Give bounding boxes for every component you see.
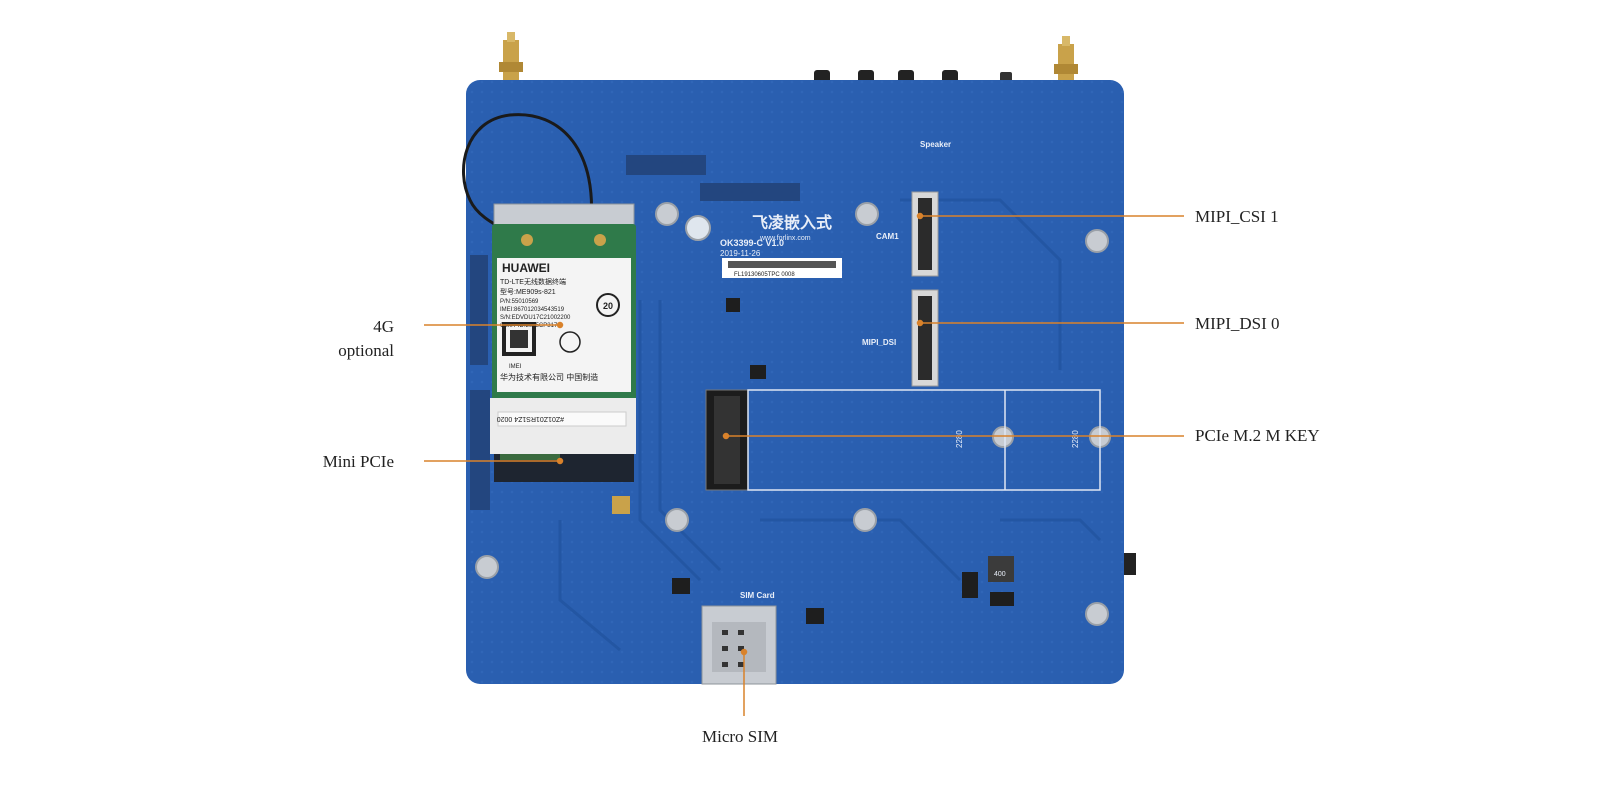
pin-header-top <box>626 155 706 175</box>
silk-model: OK3399-C V1.0 <box>720 238 784 248</box>
silk-m2-size-a: 2280 <box>955 430 964 448</box>
module-sn: S/N:EDVDU17C21002200 <box>500 315 571 321</box>
side-connector <box>1122 553 1136 575</box>
barcode-sticker: FL19130605TPC 0008 <box>722 258 842 278</box>
label-pcie-m2: PCIe M.2 M KEY <box>1195 426 1320 445</box>
pcie-m2-slot <box>705 389 749 491</box>
antenna-right <box>1054 36 1078 84</box>
silk-brand-cn: 飞凌嵌入式 <box>752 213 832 232</box>
leader-mini-pcie-dot <box>556 457 564 465</box>
module-line1: TD-LTE无线数据终端 <box>500 277 566 286</box>
pin-header-left <box>470 255 488 365</box>
leader-pcie-m2-dot <box>722 432 730 440</box>
leader-4g-dot <box>556 321 564 329</box>
leader-mipi-csi-dot <box>916 212 924 220</box>
module-maker: 华为技术有限公司 中国制造 <box>500 372 598 382</box>
callout-lines <box>424 212 1184 716</box>
antenna-left <box>499 32 523 82</box>
mipi-dsi-connector <box>911 289 939 387</box>
label-4g: 4G <box>373 317 394 336</box>
label-4g-optional: optional <box>338 341 394 360</box>
label-micro-sim: Micro SIM <box>702 727 779 746</box>
mounting-holes <box>475 202 1111 626</box>
module-lower-label: #Z01Z01RS1Z4 0020 <box>497 415 564 422</box>
label-mini-pcie: Mini PCIe <box>322 452 394 471</box>
silk-mipi-dsi: MIPI_DSI <box>862 338 896 347</box>
sim-card-holder <box>701 605 777 685</box>
silk-cam: CAM1 <box>876 232 899 241</box>
module-cmiit: CMIIT ID:2015CP3173 <box>500 323 561 329</box>
module-imei-label: IMEI <box>509 364 522 370</box>
leader-micro-sim-dot <box>740 648 748 656</box>
silk-sim-card: SIM Card <box>740 591 775 600</box>
silk-website: www.forlinx.com <box>759 235 811 242</box>
m2-card-outline <box>747 389 1101 491</box>
antenna-cable <box>462 113 593 242</box>
label-mipi-csi: MIPI_CSI 1 <box>1195 207 1279 226</box>
silk-date: 2019-11-26 <box>720 249 761 258</box>
pcb-traces <box>558 198 1102 652</box>
module-label-text: HUAWEI TD-LTE无线数据终端 型号:ME909s-821 P/N:55… <box>497 261 613 422</box>
module-brand: HUAWEI <box>502 261 550 275</box>
module-badge: 20 <box>603 301 613 311</box>
mipi-csi-connector <box>911 191 939 277</box>
ic-chips <box>612 298 1014 624</box>
leader-mipi-dsi-dot <box>916 319 924 327</box>
barcode-text: FL19130605TPC 0008 <box>734 272 795 278</box>
silk-speaker: Speaker <box>920 140 951 149</box>
module-model: 型号:ME909s-821 <box>500 287 556 296</box>
module-pn: P/N:55010569 <box>500 299 539 305</box>
pin-header-lower <box>470 390 490 510</box>
silk-fuse-value: 400 <box>994 571 1006 578</box>
label-mipi-dsi: MIPI_DSI 0 <box>1195 314 1280 333</box>
module-imei: IMEI:867012034543519 <box>500 307 565 313</box>
pin-header-mid <box>700 183 800 201</box>
silk-m2-size-b: 2280 <box>1071 430 1080 448</box>
